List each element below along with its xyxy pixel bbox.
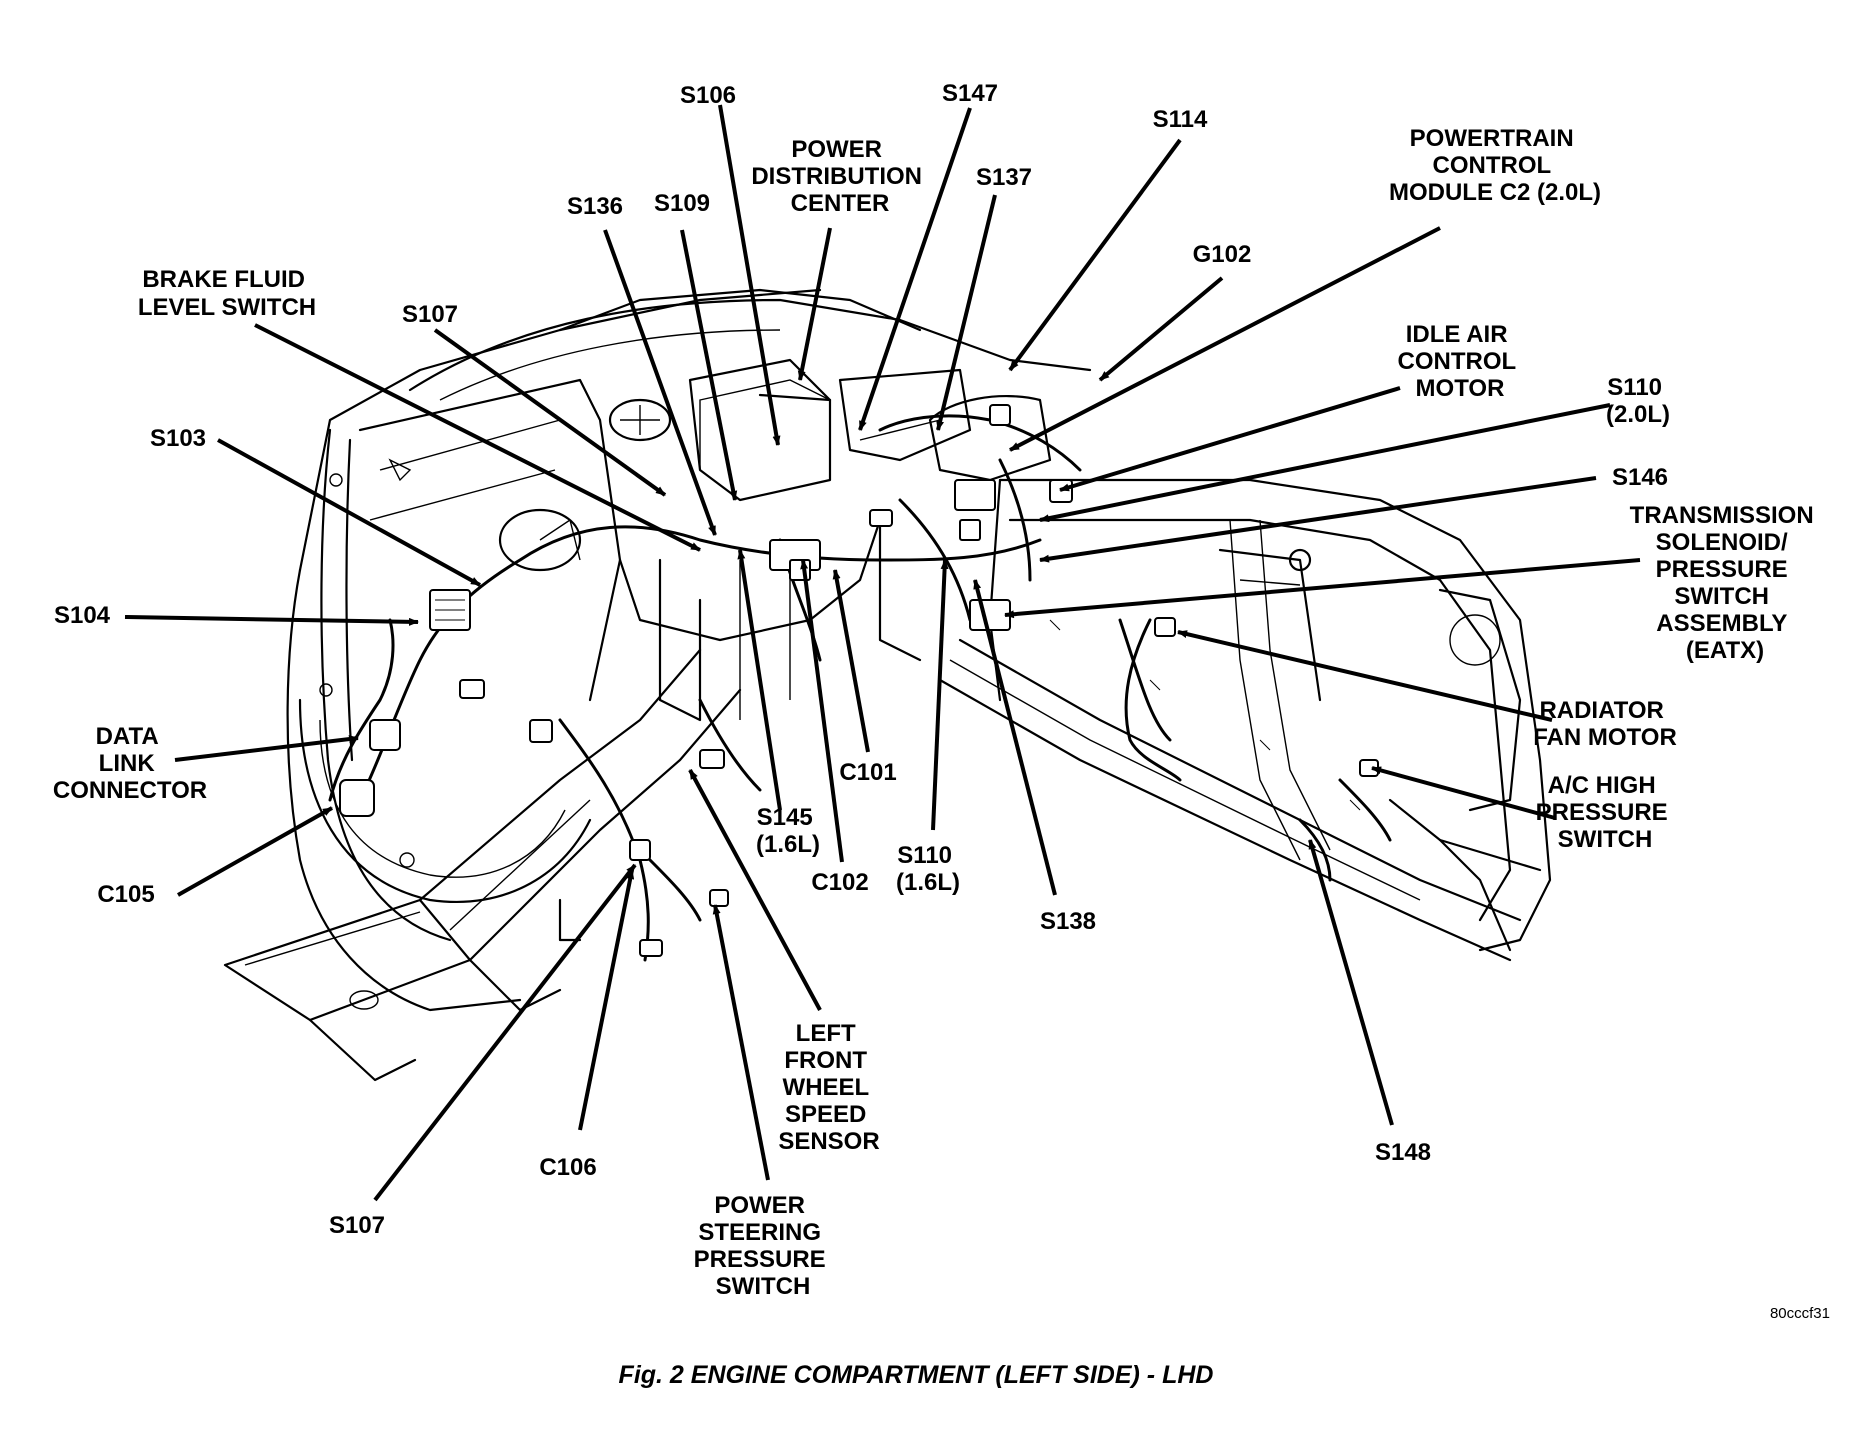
label-c105: C105 [97, 881, 154, 908]
leader-c106 [578, 869, 635, 1131]
label-s114: S114 [1153, 106, 1208, 133]
leader-pdc [797, 227, 832, 381]
leader-g102 [1098, 276, 1224, 382]
label-s106: S106 [680, 82, 736, 109]
leader-s114 [1008, 138, 1182, 372]
label-left-front-wheel-speed-sensor: LEFT FRONT WHEEL SPEED SENSOR [778, 1020, 879, 1155]
label-s103: S103 [150, 425, 206, 452]
figure-id: 80cccf31 [1770, 1305, 1830, 1322]
leader-s146 [1039, 476, 1597, 563]
leader-c101 [832, 569, 870, 753]
leader-s148 [1308, 839, 1394, 1126]
leader-transmission [1004, 558, 1641, 619]
label-transmission-solenoid: TRANSMISSION SOLENOID/ PRESSURE SWITCH A… [1630, 502, 1821, 664]
leader-ps-pressure [712, 904, 770, 1181]
leader-s103 [217, 438, 481, 587]
label-s107-bottom: S107 [329, 1212, 385, 1239]
wiring-harness-artwork [328, 414, 1392, 962]
label-power-steering-pressure-switch: POWER STEERING PRESSURE SWITCH [694, 1192, 833, 1300]
leader-s109 [680, 229, 738, 501]
leader-s147 [858, 107, 972, 431]
leader-s145 [737, 549, 782, 811]
label-power-distribution-center: POWER DISTRIBUTION CENTER [751, 136, 928, 217]
leader-ac-high [1371, 766, 1556, 820]
leader-brake-fluid [254, 323, 701, 552]
label-s110-16l: S110 (1.6L) [896, 842, 960, 896]
label-c101: C101 [839, 759, 896, 786]
label-s136: S136 [567, 193, 623, 220]
label-c102: C102 [811, 869, 868, 896]
label-data-link-connector: DATA LINK CONNECTOR [53, 723, 207, 804]
label-brake-fluid-level-switch: BRAKE FLUID LEVEL SWITCH [138, 266, 316, 321]
leader-lf-wheel-speed [688, 769, 822, 1011]
leader-s138 [973, 579, 1057, 896]
label-powertrain-control-module: POWERTRAIN CONTROL MODULE C2 (2.0L) [1389, 125, 1601, 206]
figure-caption: Fig. 2 ENGINE COMPARTMENT (LEFT SIDE) - … [619, 1361, 1214, 1389]
leader-c105 [177, 806, 333, 897]
leader-idle-air [1059, 386, 1401, 492]
leader-s137 [936, 194, 997, 431]
leader-s110-2l [1039, 403, 1611, 523]
leader-c102 [800, 559, 844, 863]
label-c106: C106 [539, 1154, 596, 1181]
callout-labels: S106 S147 S114 POWER DISTRIBUTION CENTER… [53, 80, 1821, 1300]
label-ac-high-pressure-switch: A/C HIGH PRESSURE SWITCH [1536, 772, 1675, 853]
label-s107-top: S107 [402, 301, 458, 328]
leader-data-link [174, 735, 359, 762]
leader-s107-bottom [373, 863, 637, 1202]
leader-lines [124, 104, 1641, 1202]
label-s145: S145 (1.6L) [756, 804, 820, 858]
label-s110-2l: S110 (2.0L) [1606, 374, 1670, 428]
label-s148: S148 [1375, 1139, 1431, 1166]
label-s138: S138 [1040, 908, 1096, 935]
label-s104: S104 [54, 602, 111, 629]
leader-pcm [1009, 226, 1441, 452]
leader-s106 [718, 104, 781, 446]
label-idle-air-control-motor: IDLE AIR CONTROL MOTOR [1398, 321, 1523, 402]
label-s137: S137 [976, 164, 1032, 191]
leader-s107-top [433, 328, 667, 497]
leader-s104 [124, 615, 419, 626]
label-s146: S146 [1612, 464, 1668, 491]
leader-s110-16l [931, 559, 949, 831]
label-s109: S109 [654, 190, 710, 217]
label-g102: G102 [1193, 241, 1252, 268]
leader-radiator-fan [1177, 630, 1553, 722]
leader-s136 [603, 229, 717, 536]
label-s147: S147 [942, 80, 998, 107]
label-radiator-fan-motor: RADIATOR FAN MOTOR [1533, 697, 1677, 751]
